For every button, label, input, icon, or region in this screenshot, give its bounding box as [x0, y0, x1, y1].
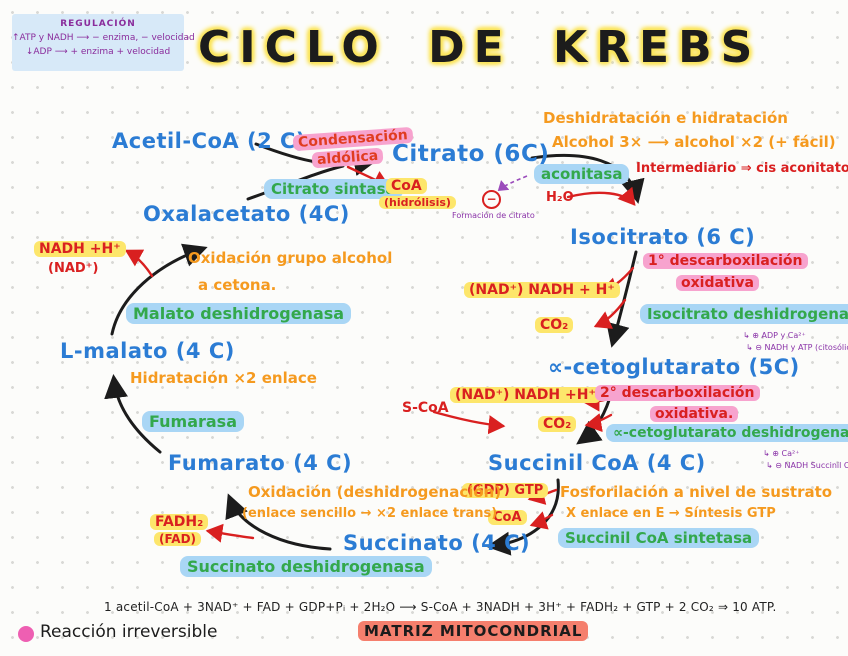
note-coa-released: CoA [386, 178, 427, 194]
page-title: CICLO DE KREBS [198, 22, 762, 73]
note-gdp-gtp: (GDP) GTP [462, 483, 549, 498]
net-equation: 1 acetil-CoA + 3NAD⁺ + FAD + GDP+Pᵢ + 2H… [104, 600, 777, 614]
note-h2o: H₂O [546, 190, 574, 205]
node-cetoglutarato: ∝-cetoglutarato (5C) [548, 355, 800, 379]
node-acetil-coa: Acetil-CoA (2 C) [112, 129, 307, 153]
legend-matriz-mitocondrial: MATRIZ MITOCONDRIAL [358, 621, 589, 641]
node-succinil-coa: Succinil CoA (4 C) [488, 451, 706, 475]
note-nad-malato: (NAD⁺) [48, 261, 99, 276]
legend-irreversible: Reacción irreversible [40, 622, 218, 642]
note-fadh2: FADH₂ [150, 514, 209, 530]
node-citrato: Citrato (6C) [392, 141, 550, 167]
note-nadh-isocitrato: (NAD⁺) NADH + H⁺ [464, 282, 620, 298]
note-oxidacion-fumarato-1: Oxidación (deshidrogenación) [248, 483, 502, 501]
node-isocitrato: Isocitrato (6 C) [570, 225, 756, 249]
note-oxidacion-fumarato-2: (enlace sencillo → ×2 enlace trans) [242, 506, 498, 521]
note-akg-regulator-plus: ↳ ⊕ Ca²⁺ [763, 449, 800, 458]
arrow-succinil-to-coa [529, 511, 554, 530]
arrow-akg-to-co2 [584, 413, 613, 433]
enzyme-cetoglutarato-dh: ∝-cetoglutarato deshidrogenasa [606, 424, 848, 442]
arrow-citrato-inhibition [497, 175, 528, 192]
node-succinato: Succinato (4 C) [343, 531, 531, 555]
enzyme-aconitasa: aconitasa [534, 164, 630, 184]
node-l-malato: L-malato (4 C) [60, 339, 235, 363]
note-formacion-citrato: Formación de citrato [452, 211, 535, 220]
enzyme-succinato-dh: Succinato deshidrogenasa [180, 556, 432, 577]
inhibition-icon: − [482, 190, 501, 209]
note-desc2-line1: 2° descarboxilación [595, 385, 760, 401]
note-iso-regulator-plus: ↳ ⊕ ADP y Ca²⁺ [743, 331, 806, 340]
note-nadh-cetoglutarato: (NAD⁺) NADH +H⁺ [450, 387, 601, 403]
note-desc2-line2: oxidativa. [650, 406, 739, 422]
note-fad: (FAD) [154, 532, 202, 546]
note-coa-hidrolisis: (hidrólisis) [379, 196, 456, 209]
irreversible-dot-icon [18, 626, 34, 642]
regulation-line2: ↓ADP ⟶ + enzima + velocidad [25, 47, 171, 57]
note-oxidacion-malato-2: a cetona. [198, 276, 277, 294]
note-aldolica: aldólica [311, 147, 384, 169]
note-akg-regulator-minus: ↳ ⊖ NADH Succinil CoA [766, 461, 848, 470]
node-fumarato: Fumarato (4 C) [168, 451, 353, 475]
note-nadh-malato: NADH +H⁺ [34, 241, 126, 257]
note-s-coa: S-CoA [402, 400, 449, 416]
note-coa-2: CoA [488, 510, 527, 525]
node-oxalacetato: Oxalacetato (4C) [143, 202, 350, 226]
arrow-malato-to-nadh [124, 249, 154, 278]
enzyme-citrato-sintasa: Citrato sintasa [264, 179, 403, 199]
arrow-succinato-to-fadh2 [205, 523, 255, 543]
enzyme-isocitrato-dh: Isocitrato deshidrogenasa [640, 304, 848, 324]
note-co2-cetoglutarato: CO₂ [538, 416, 577, 432]
regulation-box: REGULACIÓN ↑ATP y NADH ⟶ − enzima, − vel… [12, 14, 195, 71]
enzyme-fumarasa: Fumarasa [142, 411, 244, 432]
note-iso-regulator-minus: ↳ ⊖ NADH y ATP (citosólico) [746, 343, 848, 352]
note-oxidacion-malato-1: Oxidación grupo alcohol [188, 249, 393, 267]
note-deshidratacion: Deshidratación e hidratación [543, 109, 788, 127]
enzyme-malato-dh: Malato deshidrogenasa [126, 303, 352, 324]
arrow-h2o [566, 186, 636, 206]
regulation-line1: ↑ATP y NADH ⟶ − enzima, − velocidad [12, 33, 195, 43]
note-intermediario: Intermediario ⇒ cis aconitato [636, 161, 848, 176]
note-hidratacion: Hidratación ×2 enlace [130, 369, 317, 387]
enzyme-succinil-coa-sintetasa: Succinil CoA sintetasa [558, 528, 760, 548]
arrow-iso-to-co2 [593, 298, 627, 329]
note-fosforilacion-1: Fosforilación a nivel de sustrato [560, 483, 833, 501]
note-alcohol: Alcohol 3× ⟶ alcohol ×2 (+ fácil) [552, 133, 836, 151]
note-desc1-line1: 1° descarboxilación [643, 253, 808, 269]
note-co2-isocitrato: CO₂ [535, 317, 574, 333]
regulation-heading: REGULACIÓN [60, 19, 136, 29]
note-desc1-line2: oxidativa [676, 275, 759, 291]
note-fosforilacion-2: X enlace en E → Síntesis GTP [566, 506, 776, 521]
